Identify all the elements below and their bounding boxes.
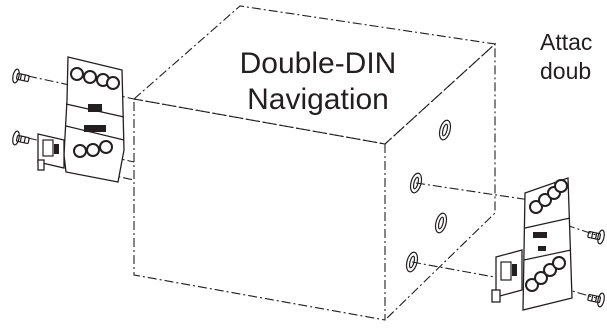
- mounting-slot-icon: [438, 119, 452, 141]
- unit-title-line1: Double-DIN: [240, 47, 397, 80]
- screw-icon: [587, 292, 605, 308]
- screw-icon: [587, 229, 605, 245]
- side-mounting-slots: [405, 119, 452, 273]
- unit-title-line2: Navigation: [247, 83, 389, 116]
- left-mounting-bracket-icon: [37, 56, 125, 183]
- instruction-note-line1: Attac: [540, 29, 592, 55]
- mounting-slot-icon: [434, 212, 448, 234]
- screw-icon: [12, 68, 30, 84]
- mounting-slot-icon: [409, 172, 423, 194]
- right-mounting-bracket-icon: [491, 177, 573, 311]
- box-front-face: [133, 98, 386, 321]
- instruction-note-line2: doub: [540, 58, 591, 84]
- box-side-face: [384, 42, 496, 321]
- screw-icon: [12, 130, 30, 146]
